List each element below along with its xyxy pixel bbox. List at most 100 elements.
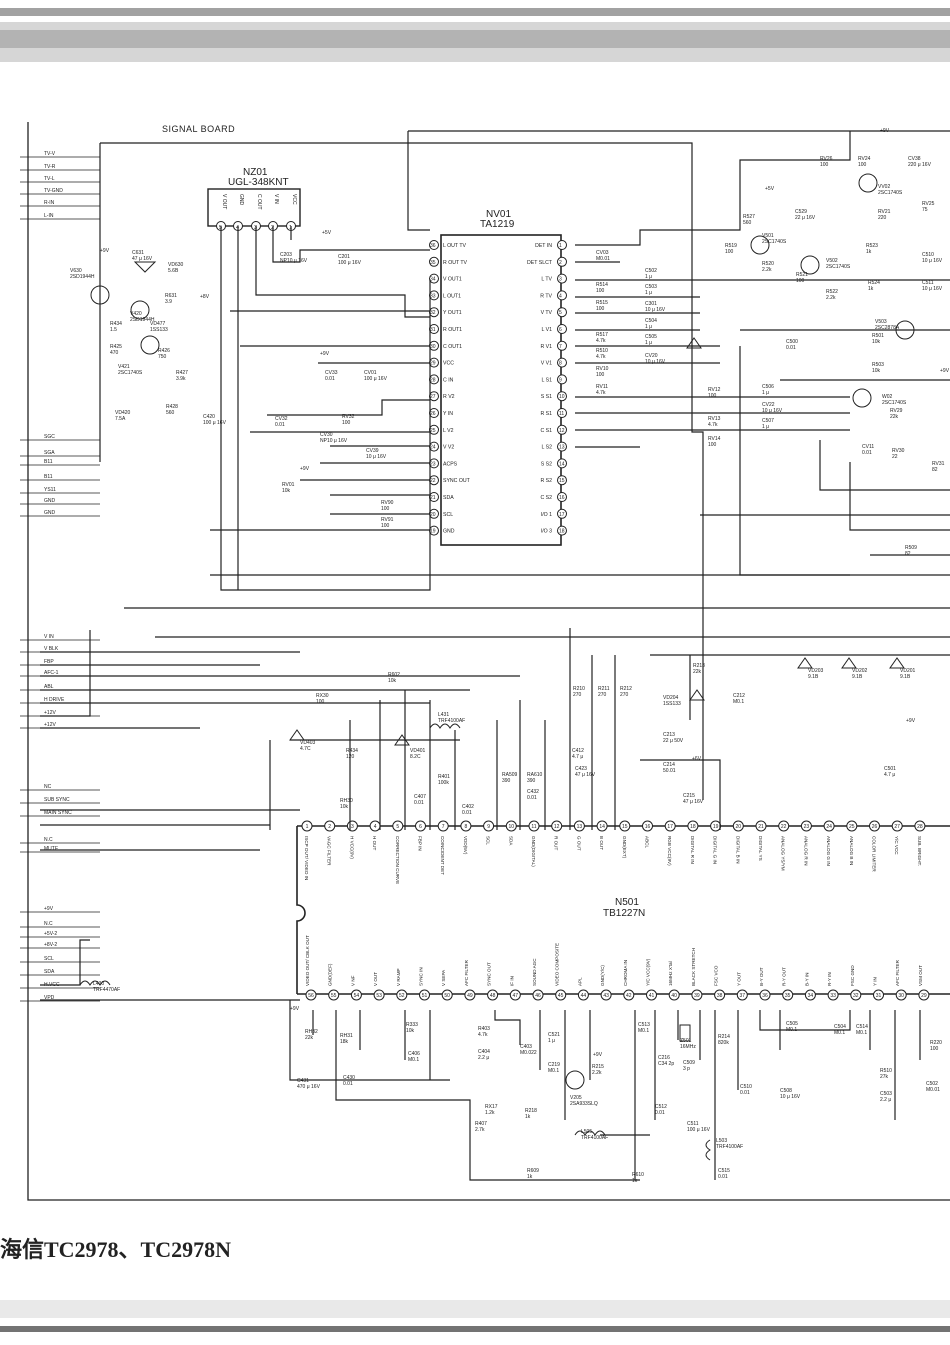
- component-ref: C529: [795, 209, 807, 215]
- component-ref: R427: [176, 370, 188, 376]
- nv01-pin-number: 26: [430, 411, 436, 417]
- nv01-pin-number: 34: [430, 277, 436, 283]
- component-value: 100: [381, 523, 390, 529]
- connector-label: SUB SYNC: [44, 797, 70, 803]
- n501-pin-label: DIGITAL R IN: [690, 836, 695, 864]
- component-value: 0.01: [325, 376, 335, 382]
- n501-pin: [596, 820, 608, 832]
- component-value: 100: [708, 442, 717, 448]
- n501-pin-number: 30: [898, 993, 904, 999]
- rail-label: +9V: [290, 1006, 300, 1012]
- n501-pin: [551, 820, 563, 832]
- n501-pin-number: 2: [328, 824, 331, 830]
- n501-pin: [782, 989, 794, 1001]
- nv01-pin-number: 3: [559, 277, 562, 283]
- nv01-pin: [557, 307, 567, 318]
- component-ref: CV38: [908, 156, 921, 162]
- connector-label: B11: [44, 474, 53, 480]
- connector-label: GND: [44, 498, 56, 504]
- n501-ref: N501: [615, 897, 639, 908]
- n501-pin-label: VIDEO OUT/ CBLK OUT: [305, 935, 310, 986]
- nv01-pin-number: 29: [430, 361, 436, 367]
- n501-pin-number: 51: [422, 993, 428, 999]
- component-ref: C203: [280, 252, 292, 258]
- component-value: M0.1: [834, 1030, 845, 1036]
- component-ref: L503: [716, 1138, 727, 1144]
- component-value: 47 μ 16V: [575, 772, 596, 778]
- component-ref: C301: [645, 301, 657, 307]
- connector-label: MAIN SYNC: [44, 810, 72, 816]
- connector-label: B11: [44, 459, 53, 465]
- n501-pin-number: 37: [740, 993, 746, 999]
- n501-pin: [623, 989, 635, 1001]
- component-value: 1 μ: [645, 290, 652, 296]
- n501-pin-number: 50: [444, 993, 450, 999]
- connector-label: +12V: [44, 710, 56, 716]
- rail-label: +8V: [200, 294, 210, 300]
- component-value: 10k: [872, 368, 881, 374]
- component-ref: CV11: [862, 444, 874, 450]
- component-ref: VD401: [410, 748, 426, 754]
- component-value: 1k: [527, 1174, 533, 1180]
- nv01-part: TA1219: [480, 219, 515, 230]
- nv01-pin: [557, 340, 567, 351]
- n501-pin-number: 25: [849, 824, 855, 830]
- n501-pin: [895, 989, 907, 1001]
- connector-label: TV-R: [44, 164, 56, 170]
- component-value: 3 p: [683, 1066, 690, 1072]
- n501-pin-label: FSC GND: [850, 965, 855, 986]
- n501-pin-label: CHROMA IN: [623, 960, 628, 986]
- component-ref: C631: [132, 250, 144, 256]
- component-ref: R214: [718, 1034, 730, 1040]
- rail-label: +6V: [692, 756, 702, 762]
- component-value: 1 μ: [762, 424, 769, 430]
- component-value: 0.01: [527, 795, 537, 801]
- component-ref: C506: [762, 384, 774, 390]
- component-value: M0.1: [856, 1030, 867, 1036]
- component-value: 10k: [872, 339, 881, 345]
- power-rail-labels: +9V+5V+8V+9V+9V+9V+5V+9V+9V+6V+9V+9V: [100, 128, 950, 1058]
- n501-pin: [687, 820, 699, 832]
- n501-pin-label: G OUT: [576, 836, 581, 851]
- n501-pin-label: Y OUT: [736, 972, 741, 986]
- component-value: 1SS133: [663, 701, 681, 707]
- n501-pin-number: 32: [853, 993, 859, 999]
- component-value: 2.2 μ: [880, 1097, 891, 1103]
- component-ref: C505: [645, 334, 657, 340]
- component-value: 9.1B: [852, 674, 863, 680]
- component-value: 1 μ: [548, 1038, 555, 1044]
- n501-pin-number: 14: [599, 824, 605, 830]
- n501-pin-label: VIDEO COMPOSITE: [555, 943, 560, 986]
- nz01-pin-label: VCC: [291, 194, 297, 205]
- component-value: 2.2k: [826, 295, 836, 301]
- component-ref: CV01: [364, 370, 377, 376]
- n501-pin-number: 28: [917, 824, 923, 830]
- component-ref: VD203: [808, 668, 824, 674]
- component-value: 100: [342, 420, 351, 426]
- component-value: 0.01: [718, 1174, 728, 1180]
- component-value: 22k: [305, 1035, 314, 1041]
- n501-pin-number: 48: [490, 993, 496, 999]
- component-value: 47 μ 16V: [683, 799, 704, 805]
- nv01-pin-number: 13: [559, 445, 565, 451]
